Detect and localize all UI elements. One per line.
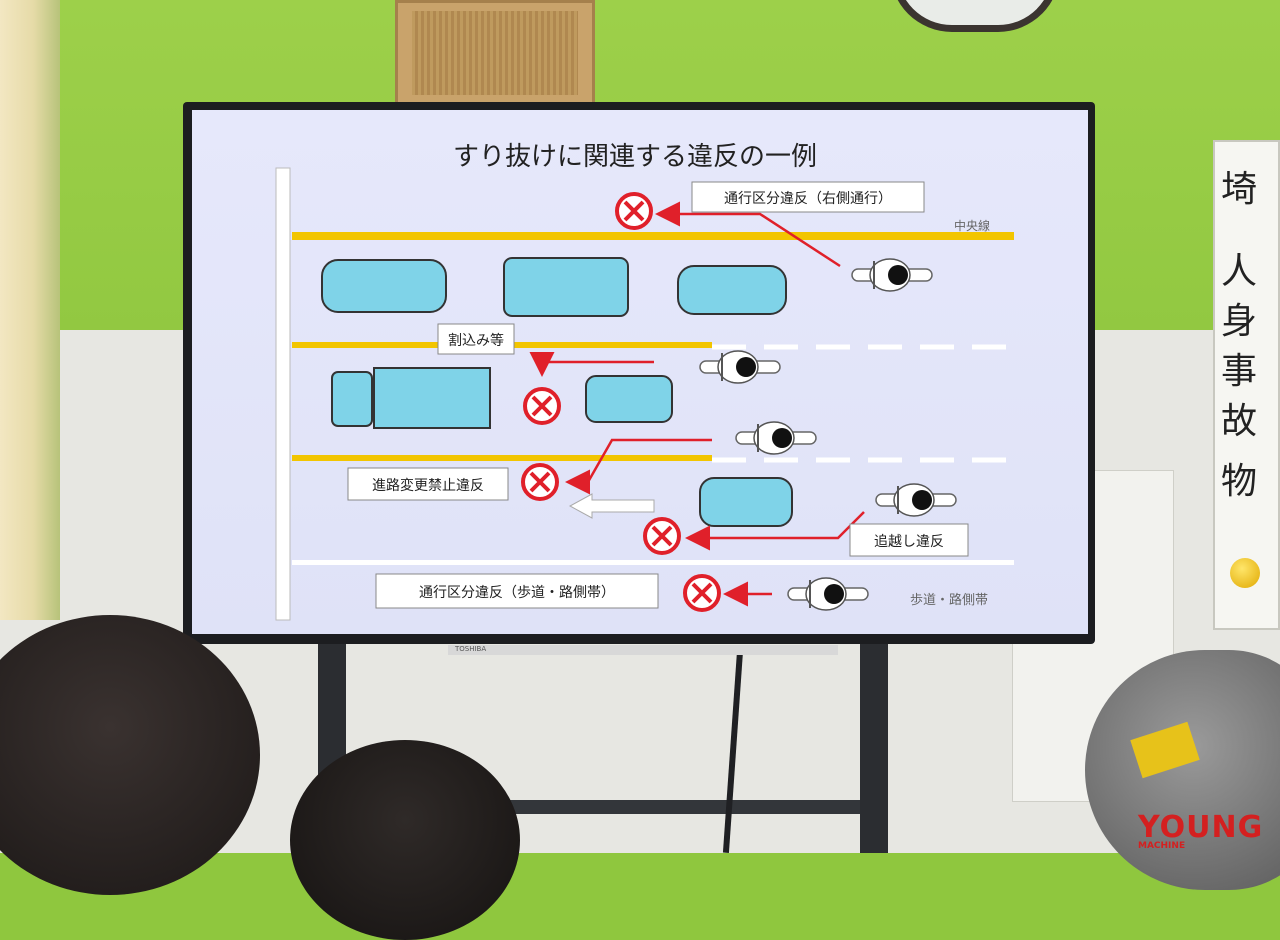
violation-x-icon [521, 463, 559, 501]
slide-title: すり抜けに関連する違反の一例 [453, 142, 817, 172]
sidewalk-label: 歩道・路側帯 [910, 592, 988, 608]
window-frame [0, 0, 60, 620]
label-box [849, 523, 969, 557]
motorcycle-4 [875, 483, 957, 517]
board-char: 埼 [1221, 169, 1258, 210]
board-char: 身 [1221, 301, 1258, 342]
arrow-lane-change [565, 438, 712, 495]
watermark-logo: YOUNG MACHINE [1138, 810, 1264, 851]
board-char: 故 [1221, 401, 1258, 442]
violation-x-icon [683, 574, 721, 612]
traffic-diagram: すり抜けに関連する違反の一例 中央線 歩道・路側帯 [275, 142, 1022, 621]
direction-arrow [568, 493, 655, 519]
motorcycle-1 [851, 258, 933, 292]
arrow-overtaking [685, 511, 865, 551]
board-char: 物 [1221, 461, 1258, 502]
motorcycle-3 [735, 421, 817, 455]
audience-cap-right [1085, 650, 1280, 890]
violation-x-icon [615, 192, 653, 230]
label-box [375, 573, 659, 609]
label-box [691, 181, 925, 213]
center-line [292, 232, 1014, 240]
audience-head-left [0, 615, 260, 895]
car-4 [699, 477, 793, 527]
motorcycle-5 [787, 577, 869, 611]
motorcycle-2 [699, 350, 781, 384]
label-lane-change: 進路変更禁止違反 [372, 477, 484, 494]
slide-screen: すり抜けに関連する違反の一例 中央線 歩道・路側帯 [192, 110, 1088, 634]
board-char: 人 [1221, 251, 1258, 292]
car-3 [585, 375, 673, 423]
label-box [347, 467, 509, 501]
notice-board: 埼 人 身 事 故 物 [1213, 140, 1280, 630]
label-wrong-side: 通行区分違反（右側通行） [724, 191, 892, 207]
lane-line-2 [292, 455, 712, 461]
stand-leg-right [860, 640, 888, 853]
yellow-magnet [1230, 558, 1260, 588]
arrow-wrong-side [655, 201, 841, 268]
label-cutting-in: 割込み等 [448, 332, 504, 349]
label-overtaking: 追越し違反 [874, 534, 944, 550]
car-1 [321, 259, 447, 313]
sidewalk-line [292, 560, 1014, 565]
arrow-cut-in [529, 352, 654, 377]
violation-x-icon [643, 517, 681, 555]
label-sidewalk-violation: 通行区分違反（歩道・路側帯） [419, 585, 615, 601]
truck-body [373, 367, 491, 429]
left-boundary [275, 167, 291, 621]
monitor-brand: TOSHIBA [455, 645, 487, 653]
label-box [437, 323, 515, 355]
board-char: 事 [1221, 351, 1258, 392]
monitor-bezel-strip [448, 645, 838, 655]
van-1 [503, 257, 629, 317]
truck-cab [331, 371, 373, 427]
violation-x-icon [523, 387, 561, 425]
wall-speaker [395, 0, 595, 108]
car-2 [677, 265, 787, 315]
center-line-label: 中央線 [954, 218, 990, 233]
audience-head-center [290, 740, 520, 940]
